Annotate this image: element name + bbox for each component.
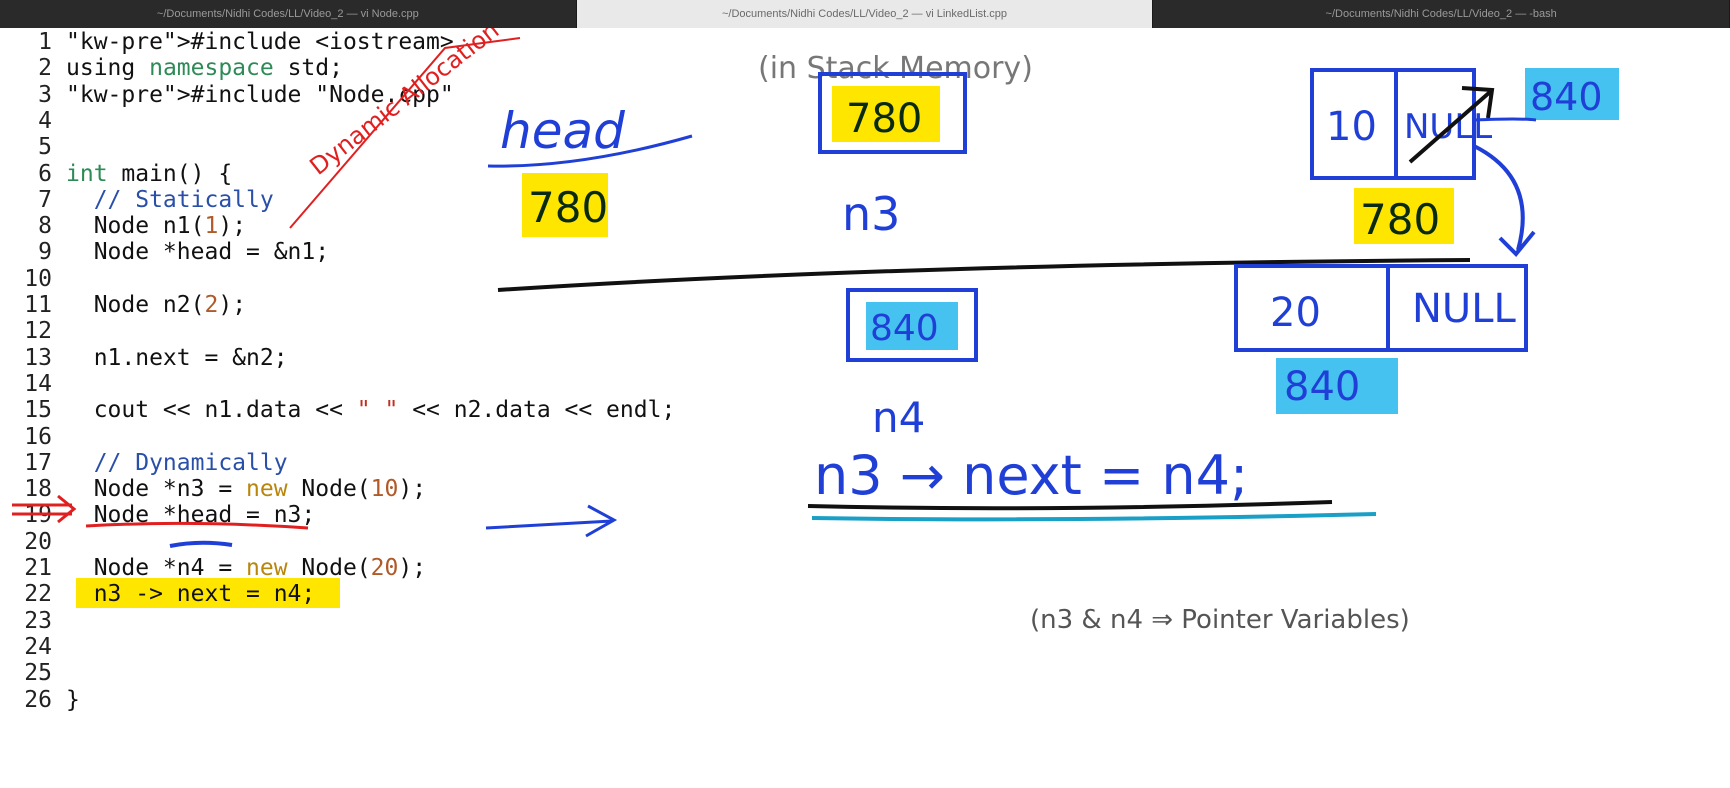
line-text: cout << n1.data << " " << n2.data << end… <box>66 397 676 424</box>
line-number: 6 <box>38 160 52 187</box>
line-number: 14 <box>24 370 52 397</box>
line-number: 3 <box>38 81 52 108</box>
line-text: } <box>66 686 80 713</box>
line-number: 23 <box>24 607 52 634</box>
code-line[interactable]: 24 <box>0 633 66 662</box>
code-line[interactable]: 8 Node n1(1); <box>0 212 246 241</box>
code-line[interactable]: 14 <box>0 370 66 399</box>
line-number: 5 <box>38 134 52 161</box>
line-text: "kw-pre">#include <iostream> <box>66 29 454 55</box>
line-number: 8 <box>38 213 52 240</box>
tab-title: ~/Documents/Nidhi Codes/LL/Video_2 — -ba… <box>1325 8 1557 20</box>
line-text: Node n1(1); <box>66 213 247 240</box>
line-number: 1 <box>38 29 52 55</box>
code-line[interactable]: 10 <box>0 265 66 294</box>
code-line[interactable]: 23 <box>0 607 66 636</box>
line-number: 18 <box>24 476 52 503</box>
line-number: 4 <box>38 107 52 134</box>
code-line[interactable]: 2 using namespace std; <box>0 54 343 83</box>
code-line[interactable]: 22 n3 -> next = n4; <box>0 580 315 609</box>
line-text: Node *n3 = new Node(10); <box>66 476 427 503</box>
line-text: // Statically <box>66 186 274 213</box>
code-line[interactable]: 17 // Dynamically <box>0 449 288 478</box>
line-text: "kw-pre">#include "Node.cpp" <box>66 81 454 108</box>
tab-linkedlist-cpp[interactable]: ~/Documents/Nidhi Codes/LL/Video_2 — vi … <box>576 0 1154 28</box>
line-text: Node *head = n3; <box>66 502 316 529</box>
line-text: Node *head = &n1; <box>66 239 330 266</box>
line-text: Node *n4 = new Node(20); <box>66 555 427 581</box>
code-line[interactable]: 1 "kw-pre">#include <iostream> <box>0 28 454 57</box>
line-text: using namespace std; <box>66 55 343 82</box>
line-number: 20 <box>24 528 52 555</box>
code-line[interactable]: 5 <box>0 133 66 162</box>
line-text: n3 -> next = n4; <box>66 581 316 608</box>
line-number: 21 <box>24 555 52 581</box>
line-number: 22 <box>24 581 52 608</box>
tab-node-cpp[interactable]: ~/Documents/Nidhi Codes/LL/Video_2 — vi … <box>0 0 577 28</box>
line-number: 19 <box>24 502 52 529</box>
tab-bash[interactable]: ~/Documents/Nidhi Codes/LL/Video_2 — -ba… <box>1153 0 1730 28</box>
tab-bar: ~/Documents/Nidhi Codes/LL/Video_2 — vi … <box>0 0 1730 28</box>
line-number: 9 <box>38 239 52 266</box>
line-number: 13 <box>24 344 52 371</box>
code-line[interactable]: 9 Node *head = &n1; <box>0 238 329 267</box>
code-line[interactable]: 13 n1.next = &n2; <box>0 344 288 373</box>
code-line[interactable]: 18 Node *n3 = new Node(10); <box>0 475 426 504</box>
line-text: int main() { <box>66 160 233 187</box>
code-line[interactable]: 4 <box>0 107 66 136</box>
line-number: 11 <box>24 292 52 318</box>
code-line[interactable]: 3 "kw-pre">#include "Node.cpp" <box>0 81 454 110</box>
code-line[interactable]: 20 <box>0 528 66 557</box>
code-line[interactable]: 11 Node n2(2); <box>0 291 246 320</box>
code-line[interactable]: 16 <box>0 423 66 452</box>
tab-title: ~/Documents/Nidhi Codes/LL/Video_2 — vi … <box>156 8 419 20</box>
code-line[interactable]: 25 <box>0 659 66 688</box>
code-line[interactable]: 15 cout << n1.data << " " << n2.data << … <box>0 396 675 425</box>
line-number: 25 <box>24 660 52 687</box>
code-line[interactable]: 12 <box>0 317 66 346</box>
code-editor[interactable]: 1 "kw-pre">#include <iostream> 2 using name… <box>0 28 1730 788</box>
code-line[interactable]: 7 // Statically <box>0 186 274 215</box>
line-number: 7 <box>38 186 52 213</box>
line-highlight <box>76 578 340 608</box>
line-number: 15 <box>24 397 52 424</box>
line-number: 16 <box>24 423 52 450</box>
line-text: Node n2(2); <box>66 292 247 318</box>
code-line[interactable]: 19 Node *head = n3; <box>0 501 315 530</box>
tab-title: ~/Documents/Nidhi Codes/LL/Video_2 — vi … <box>721 8 1008 20</box>
code-line[interactable]: 21 Node *n4 = new Node(20); <box>0 554 426 583</box>
code-line[interactable]: 6 int main() { <box>0 160 232 189</box>
line-number: 10 <box>24 265 52 292</box>
line-number: 26 <box>24 686 52 713</box>
line-number: 17 <box>24 449 52 476</box>
line-text: // Dynamically <box>66 449 288 476</box>
line-number: 2 <box>38 55 52 82</box>
line-text: n1.next = &n2; <box>66 344 288 371</box>
code-line[interactable]: 26} <box>0 686 80 715</box>
line-number: 24 <box>24 633 52 660</box>
line-number: 12 <box>24 318 52 345</box>
